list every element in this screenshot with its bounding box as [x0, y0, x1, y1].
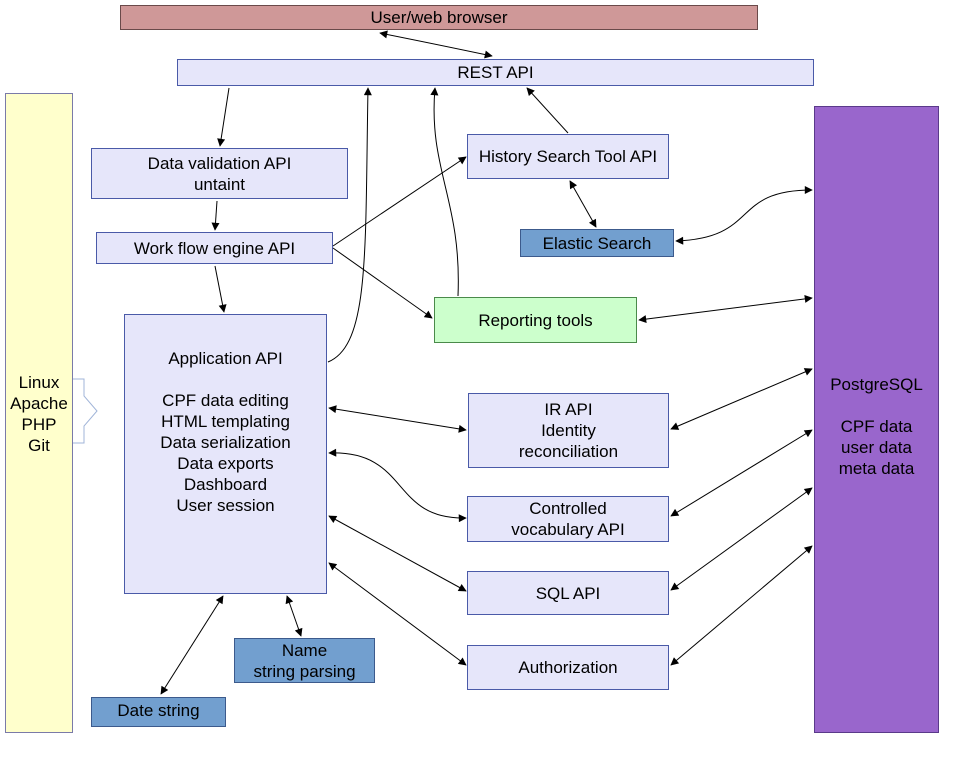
ir-postgres-arrow	[670, 368, 813, 430]
app-sql-arrow	[328, 515, 467, 592]
date-string-box: Date string	[91, 697, 226, 727]
data-validation-box: Data validation API untaint	[91, 148, 348, 199]
workflow-history-arrow	[332, 156, 467, 247]
app-auth-arrow	[328, 562, 467, 666]
linux-stack-box: Linux Apache PHP Git	[5, 93, 73, 733]
reporting-postgres-arrow	[638, 294, 813, 324]
php-label: PHP	[21, 415, 57, 434]
user-data-label: user data	[841, 438, 912, 457]
apache-label: Apache	[10, 394, 68, 413]
stack-to-app-block-arrow	[73, 378, 98, 444]
app-ir-arrow	[328, 405, 467, 433]
workflow-reporting-arrow	[332, 247, 433, 319]
reporting-tools-label: Reporting tools	[478, 310, 593, 330]
string-parsing-label: string parsing	[253, 661, 356, 681]
app-date-arrow	[160, 595, 224, 695]
history-search-box: History Search Tool API	[467, 134, 669, 179]
postgresql-box: PostgreSQL CPF data user data meta data	[814, 106, 939, 733]
rest-api-label: REST API	[457, 63, 534, 82]
cpf-data-label: CPF data	[840, 417, 913, 436]
ir-api-label: IR API	[544, 400, 593, 419]
git-label: Git	[28, 436, 50, 455]
workflow-app-arrow	[214, 265, 227, 313]
app-rest-arrow	[327, 87, 372, 363]
reconciliation-label: reconciliation	[518, 442, 619, 461]
auth-postgres-arrow	[670, 545, 813, 666]
user-browser-box: User/web browser	[120, 5, 758, 30]
app-name-arrow	[285, 595, 303, 637]
rest-validation-arrow	[217, 87, 230, 147]
history-search-label: History Search Tool API	[478, 147, 658, 166]
sql-api-label: SQL API	[535, 583, 601, 603]
app-item: CPF data editing	[162, 391, 289, 410]
elastic-postgres-arrow	[675, 186, 813, 245]
reporting-tools-box: Reporting tools	[434, 297, 637, 343]
browser-rest-arrow	[379, 30, 493, 59]
elastic-search-label: Elastic Search	[542, 233, 652, 253]
ir-api-box: IR API Identity reconciliation	[468, 393, 669, 468]
name-label: Name	[281, 640, 328, 660]
controlled-vocab-box: Controlled vocabulary API	[467, 496, 669, 542]
meta-data-label: meta data	[838, 459, 915, 478]
reporting-rest-arrow	[430, 87, 459, 297]
authorization-label: Authorization	[518, 658, 618, 677]
app-item: Data serialization	[160, 433, 291, 452]
postgresql-title: PostgreSQL	[830, 375, 923, 394]
app-item: User session	[176, 496, 275, 515]
vocabulary-api-label: vocabulary API	[511, 520, 625, 539]
linux-label: Linux	[18, 373, 60, 392]
history-elastic-arrow	[569, 180, 597, 228]
user-browser-label: User/web browser	[370, 8, 508, 27]
rest-api-box: REST API	[177, 59, 814, 86]
workflow-engine-label: Work flow engine API	[133, 238, 296, 258]
date-string-label: Date string	[117, 701, 200, 720]
elastic-search-box: Elastic Search	[520, 229, 674, 257]
application-api-box: Application API CPF data editing HTML te…	[124, 314, 327, 594]
app-item: HTML templating	[161, 412, 290, 431]
workflow-engine-box: Work flow engine API	[96, 232, 333, 264]
controlled-label: Controlled	[529, 499, 607, 518]
history-rest-arrow	[526, 87, 569, 134]
identity-label: Identity	[541, 421, 596, 440]
validation-workflow-arrow	[211, 200, 220, 231]
authorization-box: Authorization	[467, 645, 669, 690]
untaint-label: untaint	[193, 174, 246, 194]
data-validation-label: Data validation API	[147, 153, 292, 173]
app-item: Dashboard	[183, 475, 268, 494]
app-item: Data exports	[177, 454, 274, 473]
app-vocab-arrow	[328, 448, 467, 523]
application-api-title: Application API	[168, 349, 283, 368]
sql-api-box: SQL API	[467, 571, 669, 615]
